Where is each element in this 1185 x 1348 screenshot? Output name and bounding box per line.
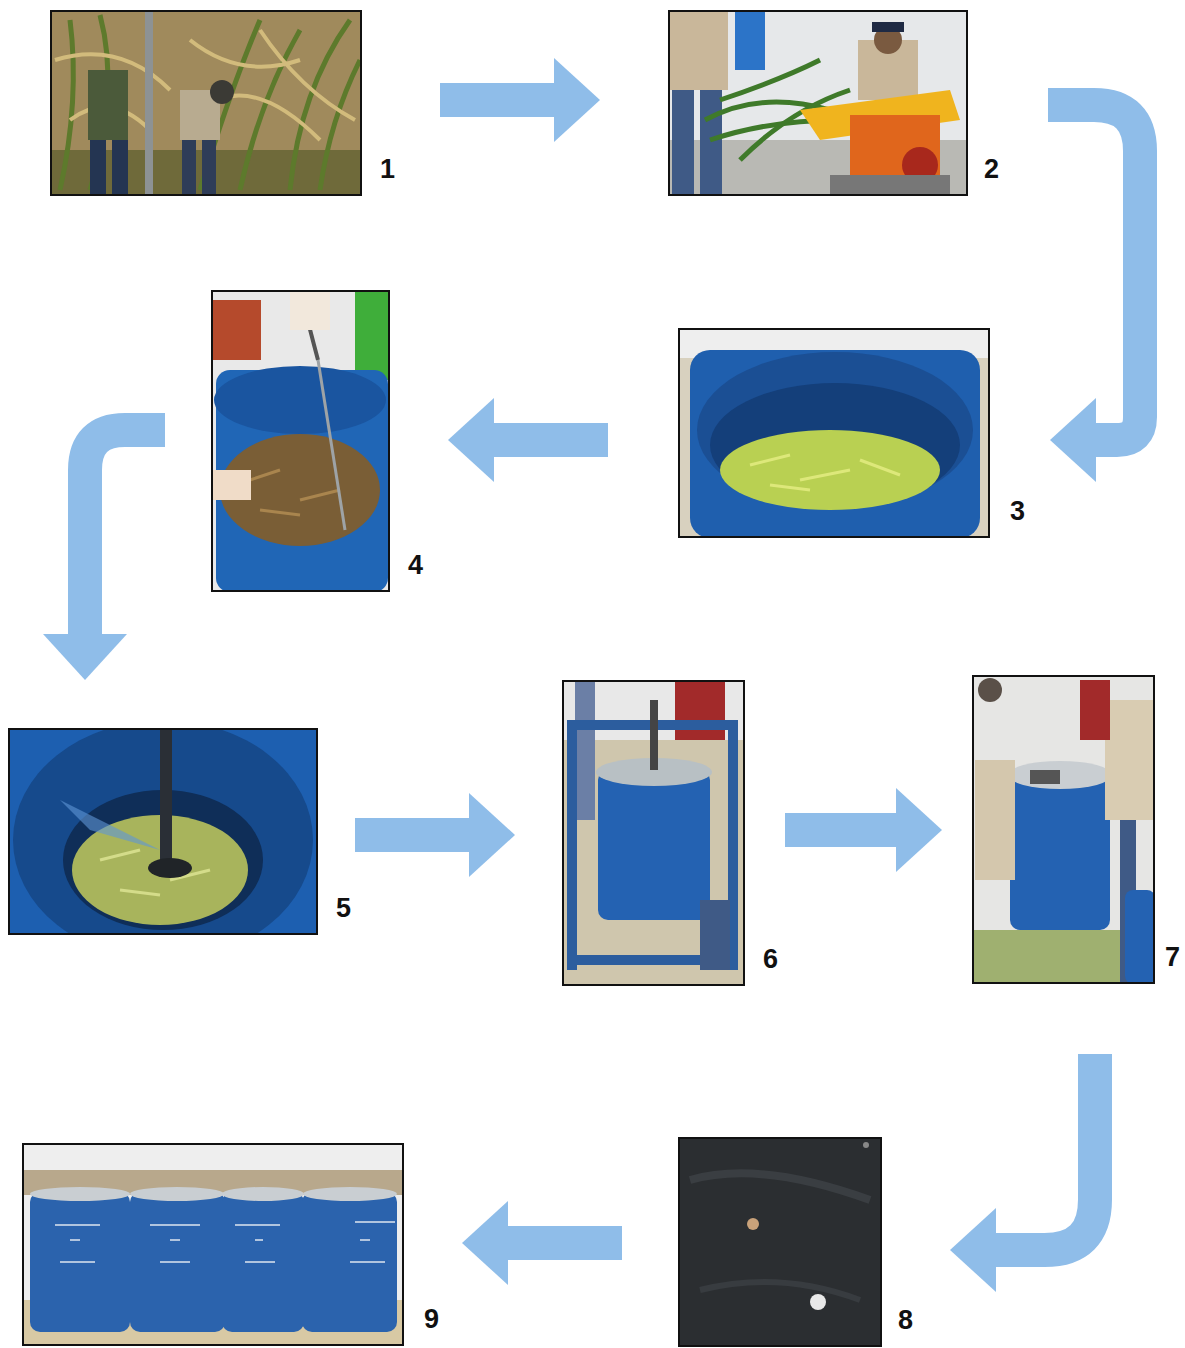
step-number: 3 (1010, 496, 1025, 526)
flow-arrow (43, 430, 165, 680)
flow-arrow (440, 58, 600, 142)
step-number: 9 (424, 1304, 439, 1334)
step-number: 5 (336, 893, 351, 923)
flow-arrow (448, 398, 608, 482)
flow-arrow (355, 793, 515, 877)
photo-step: 2 (668, 10, 968, 196)
step-number: 2 (984, 154, 999, 184)
step-number: 7 (1165, 942, 1180, 972)
photo-step: 7 (972, 675, 1155, 984)
flow-arrow (785, 788, 942, 872)
harvest-photo (50, 10, 362, 196)
step-number: 8 (898, 1305, 913, 1335)
lid-photo (678, 1137, 882, 1347)
flow-arrow (950, 1054, 1095, 1292)
press-photo (562, 680, 745, 986)
compaction-photo (8, 728, 318, 935)
flow-arrow (1048, 105, 1140, 482)
photo-step: 6 (562, 680, 745, 986)
photo-step: 3 (678, 328, 990, 538)
step-number: 4 (408, 550, 423, 580)
photo-step: 1 (50, 10, 362, 196)
chopper-photo (668, 10, 968, 196)
spraying-photo (211, 290, 390, 592)
photo-step: 5 (8, 728, 318, 935)
photo-step: 4 (211, 290, 390, 592)
photo-step: 8 (678, 1137, 882, 1347)
flow-arrow (462, 1201, 622, 1285)
barrel-forage-photo (678, 328, 990, 538)
sealing-photo (972, 675, 1155, 984)
step-number: 1 (380, 154, 395, 184)
barrels-photo (22, 1143, 404, 1346)
step-number: 6 (763, 944, 778, 974)
photo-step: 9 (22, 1143, 404, 1346)
